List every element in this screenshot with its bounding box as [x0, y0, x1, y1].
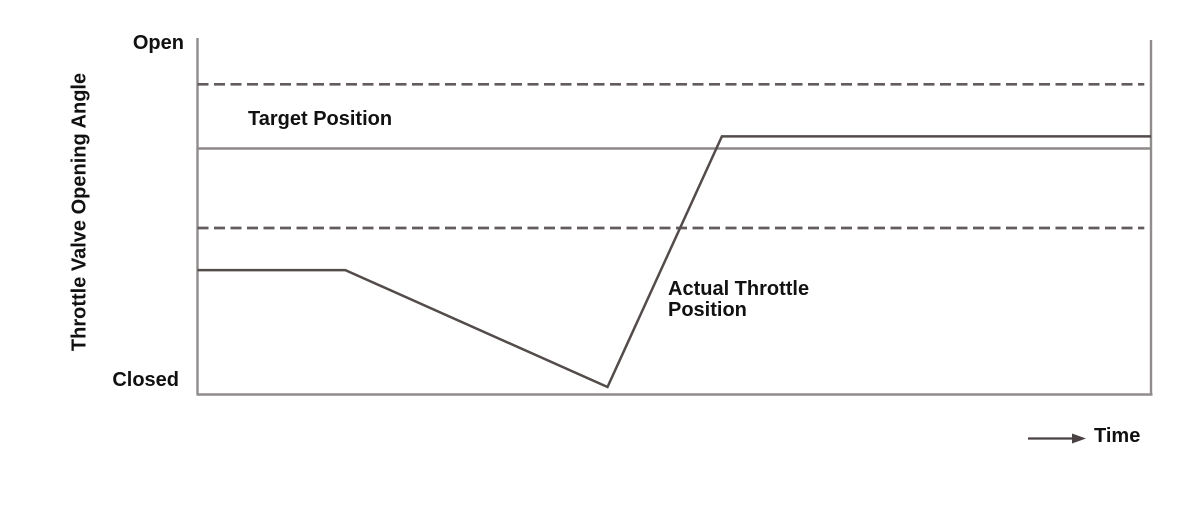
actual-position-label-line2: Position [668, 299, 747, 321]
x-axis-time-label: Time [1094, 425, 1141, 447]
y-tick-closed-label: Closed [112, 369, 179, 391]
actual-position-label-line1: Actual Throttle [668, 278, 810, 300]
target-position-label: Target Position [248, 108, 393, 130]
y-tick-open-label: Open [132, 32, 184, 54]
actual-position-label: Actual Throttle Position [668, 279, 809, 321]
y-axis-title: Throttle Valve Opening Angle [68, 72, 91, 352]
actual-position-line [197, 135, 1151, 389]
time-arrow-icon [1028, 433, 1086, 444]
